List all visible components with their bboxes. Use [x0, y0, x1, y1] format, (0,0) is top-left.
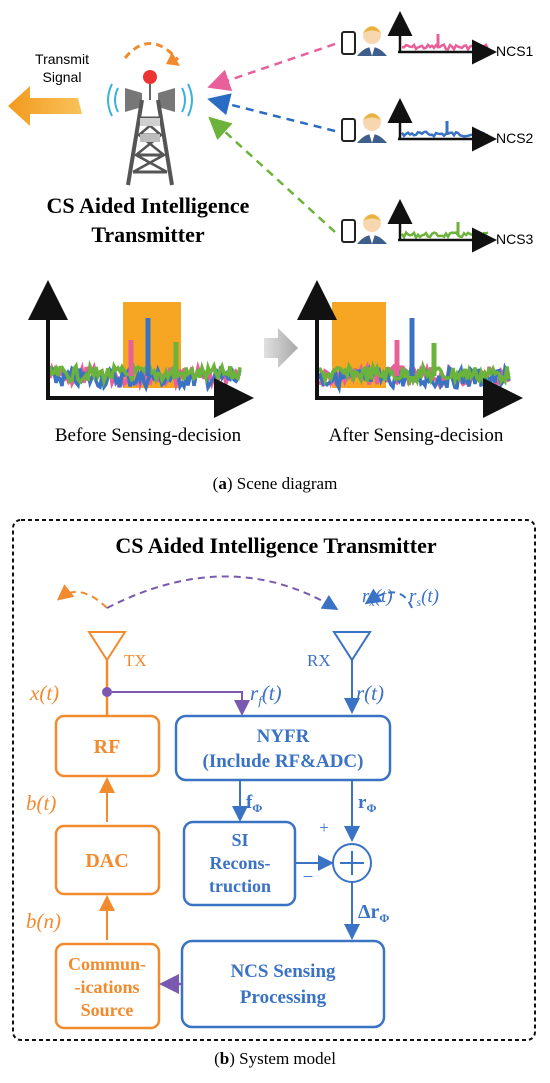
- transmit-signal-arrow: [8, 86, 82, 126]
- tx-radiation-arc: [56, 584, 108, 609]
- before-spectrum-plot: [27, 280, 254, 418]
- ncs2-spectrum: [387, 98, 497, 152]
- caption-b-letter: b: [220, 1049, 229, 1068]
- ncs1-label: NCS1: [496, 43, 534, 59]
- delta-r-sub: Φ: [379, 911, 389, 925]
- r-phi-sub: Φ: [366, 801, 376, 815]
- rf-block-label: RF: [94, 736, 121, 758]
- f-phi-sub: Φ: [252, 801, 262, 815]
- tower-title-line2: Transmitter: [91, 222, 204, 247]
- caption-a-letter: a: [218, 474, 227, 493]
- person-icon: [357, 214, 387, 244]
- rx-antenna-icon: [332, 631, 372, 662]
- tx-antenna-icon: [87, 631, 127, 715]
- phone-icon: [341, 219, 356, 243]
- plus-sign: +: [319, 818, 329, 837]
- ncs2-user: NCS2: [341, 98, 534, 152]
- x-t-label: x(t): [29, 681, 59, 705]
- minus-sign: −: [303, 867, 314, 888]
- person-icon: [357, 113, 387, 143]
- nyfr-block: [174, 714, 392, 782]
- rs-signal-label: rs(t): [409, 586, 439, 609]
- phone-icon: [341, 118, 356, 142]
- ncs-block-line2: Processing: [240, 987, 327, 1008]
- ncs-block-line1: NCS Sensing: [230, 961, 336, 982]
- r-phi-letter: r: [358, 792, 367, 813]
- ncs1-user: NCS1: [341, 11, 534, 65]
- before-caption: Before Sensing-decision: [55, 425, 242, 446]
- ncs3-label: NCS3: [496, 231, 534, 247]
- b-t-label: b(t): [26, 791, 56, 815]
- ncs-sensing-block: [180, 939, 386, 1029]
- caption-a: (a) Scene diagram: [213, 474, 338, 493]
- rx-signal-label: rx(t): [362, 586, 393, 609]
- rx-label: RX: [307, 651, 331, 670]
- caption-b: (b) System model: [214, 1049, 336, 1068]
- nyfr-block-line2: (Include RF&ADC): [203, 751, 364, 772]
- tower-icon: [107, 42, 193, 186]
- rf-block: [54, 714, 161, 778]
- tx-tap-node: [102, 687, 112, 697]
- source-block-line1: Commun-: [68, 954, 146, 974]
- dac-block: [54, 824, 161, 896]
- transmit-signal-label-1: Transmit: [35, 51, 89, 67]
- ncs2-link-arrow: [207, 93, 336, 133]
- system-frame: [12, 519, 536, 1041]
- si-block-line1: SI: [231, 830, 248, 850]
- tx-to-rx-arc: [106, 575, 339, 611]
- after-caption: After Sensing-decision: [329, 425, 504, 446]
- transition-arrow: [264, 328, 298, 368]
- r-t-label: r(t): [356, 681, 384, 705]
- rf-t-label: rf(t): [250, 681, 282, 708]
- transmit-signal-label-2: Signal: [43, 69, 82, 85]
- source-block-line2: -ications: [75, 977, 140, 997]
- ncs2-label: NCS2: [496, 130, 534, 146]
- dac-block-label: DAC: [85, 850, 128, 872]
- ncs3-user: NCS3: [341, 199, 534, 253]
- tower-title-line1: CS Aided Intelligence: [47, 193, 250, 218]
- source-block-line3: Source: [81, 1000, 134, 1020]
- si-block-line3: truction: [209, 876, 271, 896]
- after-spectrum-plot: [297, 280, 523, 418]
- caption-b-text: System model: [239, 1049, 336, 1068]
- delta-r-label: ΔrΦ: [358, 901, 389, 925]
- nyfr-block-line1: NYFR: [257, 726, 310, 747]
- person-icon: [357, 26, 387, 56]
- b-n-label: b(n): [26, 909, 61, 933]
- phone-icon: [341, 31, 356, 55]
- si-block-line2: Recons-: [210, 853, 271, 873]
- caption-a-text: Scene diagram: [237, 474, 338, 493]
- system-title: CS Aided Intelligence Transmitter: [115, 533, 436, 558]
- ncs1-spectrum: [387, 11, 497, 65]
- rx-incoming-arc: [364, 588, 413, 609]
- ncs1-link-arrow: [207, 42, 336, 91]
- f-phi-letter: f: [246, 792, 253, 813]
- ncs3-spectrum: [387, 199, 497, 253]
- tap-to-nyfr-line: [112, 691, 250, 716]
- tx-label: TX: [124, 651, 147, 670]
- r-phi-label: rΦ: [358, 792, 376, 815]
- f-phi-label: fΦ: [246, 792, 262, 815]
- delta-r-text: Δr: [358, 901, 380, 923]
